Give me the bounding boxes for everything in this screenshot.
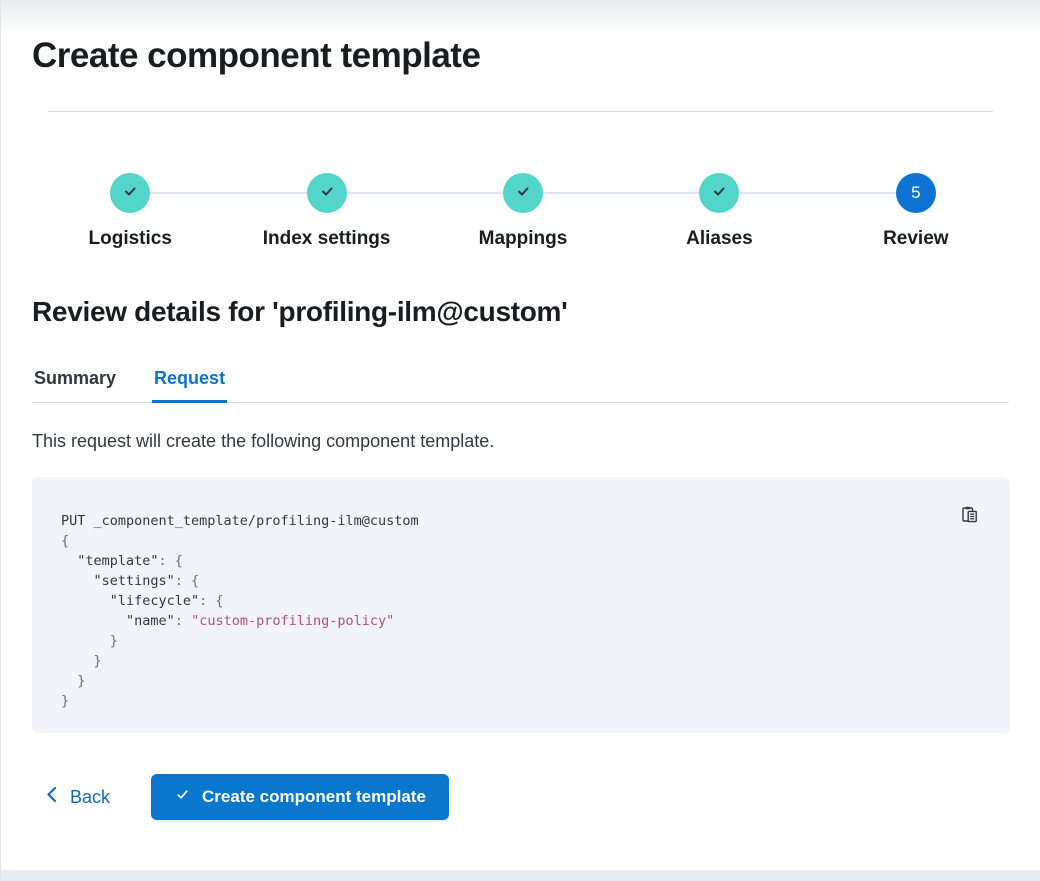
check-icon [318, 182, 336, 205]
step-complete-circle[interactable] [699, 173, 740, 213]
step-review[interactable]: 5 Review [818, 173, 1014, 250]
step-index-settings[interactable]: Index settings [228, 173, 424, 250]
step-aliases[interactable]: Aliases [621, 173, 817, 250]
create-button-label: Create component template [202, 787, 426, 806]
step-complete-circle[interactable] [306, 173, 347, 213]
tab-summary[interactable]: Summary [34, 368, 117, 388]
check-icon [121, 182, 139, 205]
step-mappings[interactable]: Mappings [425, 173, 621, 250]
create-component-template-button[interactable]: Create component template [151, 774, 449, 820]
request-code-block: PUT _component_template/profiling-ilm@cu… [32, 477, 1010, 733]
tab-request[interactable]: Request [152, 368, 228, 403]
back-button-label: Back [70, 786, 111, 807]
check-icon [514, 182, 532, 205]
review-tabs: Summary Request [32, 368, 1009, 403]
bottom-strip [1, 870, 1040, 881]
copy-clipboard-icon [960, 505, 979, 527]
chevron-left-icon [45, 786, 58, 808]
step-current-circle[interactable]: 5 [895, 173, 936, 213]
step-complete-circle[interactable] [110, 173, 151, 213]
step-label: Aliases [686, 228, 753, 249]
step-label: Mappings [478, 228, 568, 249]
copy-to-clipboard-button[interactable] [957, 504, 981, 528]
back-button[interactable]: Back [32, 786, 110, 808]
create-component-template-page: Create component template Logistics Inde… [1, 0, 1040, 820]
page-title: Create component template [32, 36, 481, 75]
check-icon [174, 786, 191, 808]
step-label: Review [883, 228, 949, 249]
request-description: This request will create the following c… [32, 431, 495, 451]
wizard-footer: Back Create component template [32, 774, 1009, 820]
step-complete-circle[interactable] [503, 173, 544, 213]
code-content: PUT _component_template/profiling-ilm@cu… [61, 513, 419, 709]
step-logistics[interactable]: Logistics [32, 173, 228, 250]
review-heading: Review details for 'profiling-ilm@custom… [32, 296, 568, 327]
title-divider [48, 111, 993, 112]
step-label: Index settings [262, 228, 391, 249]
step-number: 5 [911, 183, 921, 202]
step-label: Logistics [88, 228, 172, 249]
step-progress-bar: Logistics Index settings Mappings [32, 173, 1014, 250]
check-icon [710, 182, 728, 205]
